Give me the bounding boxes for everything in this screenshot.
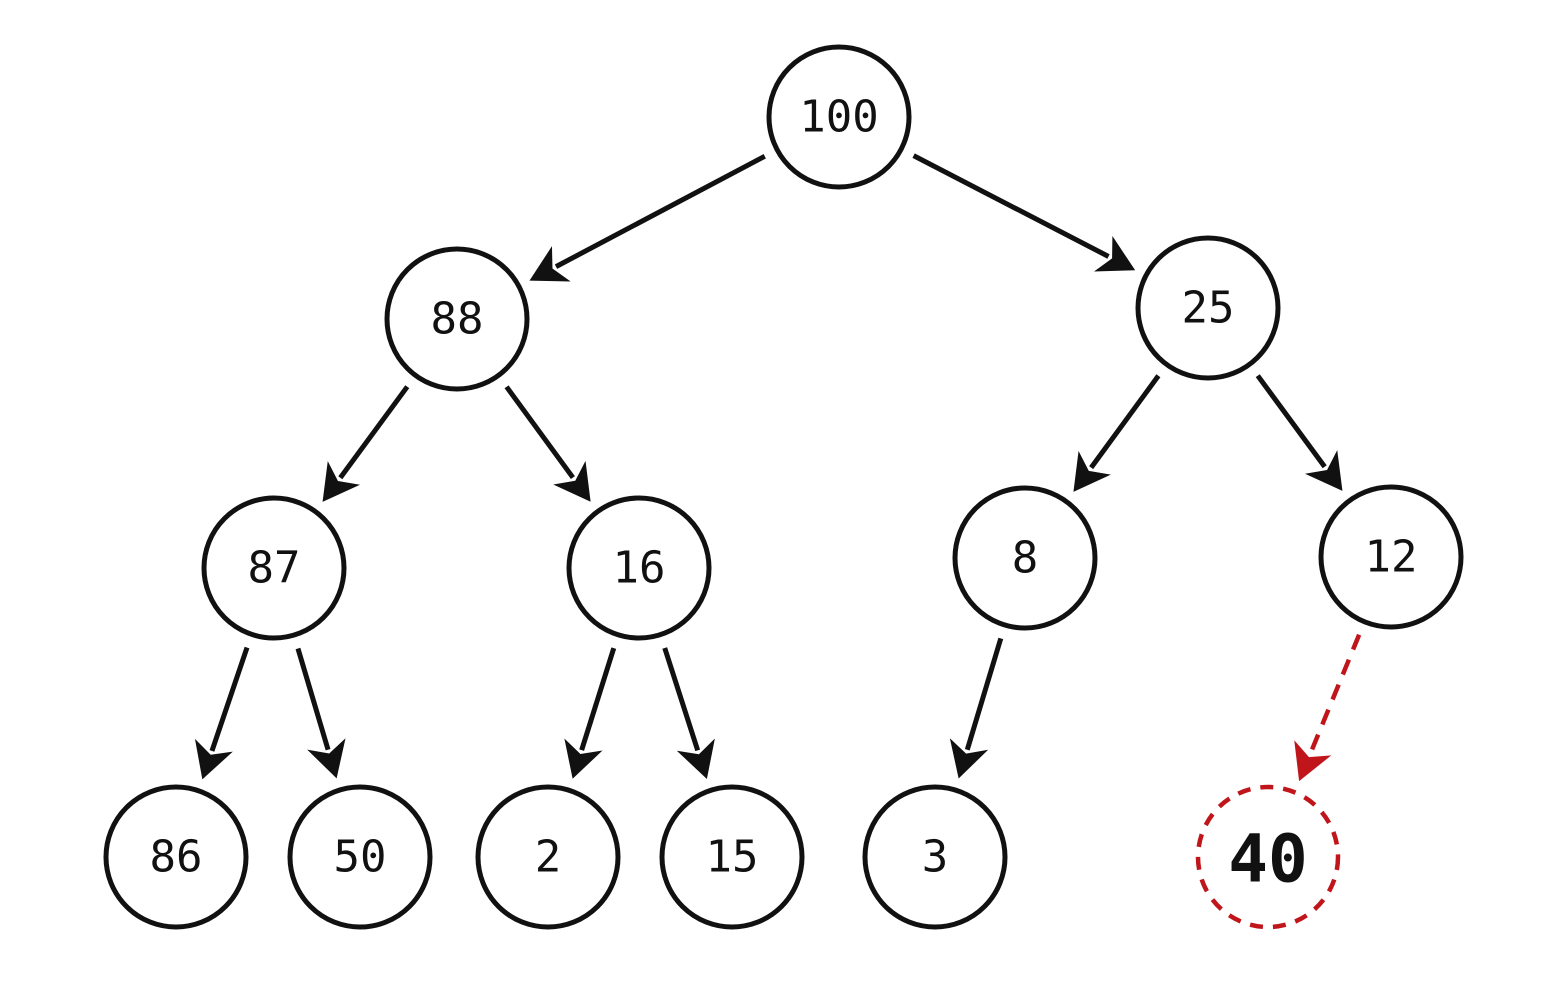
edge-n16-n15	[662, 647, 715, 779]
arrowhead-icon	[1294, 740, 1332, 782]
node-circle	[475, 784, 621, 930]
edges-layer	[194, 153, 1362, 782]
edge-n25-n12	[1255, 374, 1343, 491]
node-87: 87	[201, 495, 347, 641]
node-25: 25	[1135, 235, 1281, 381]
node-circle	[766, 44, 912, 190]
node-label: 100	[799, 92, 878, 143]
dashed-node-circle	[1195, 784, 1341, 930]
node-circle	[201, 495, 347, 641]
node-15: 15	[659, 784, 805, 930]
node-100: 100	[766, 44, 912, 190]
edge-line	[1255, 374, 1327, 469]
node-circle	[566, 495, 712, 641]
node-label: 16	[613, 543, 666, 594]
node-label: 3	[922, 832, 949, 883]
node-label: 86	[150, 832, 203, 883]
nodes-layer: 100 88 25 87 16 8 12 86 50 2 15 3 40	[103, 44, 1464, 930]
arrowhead-icon	[553, 460, 591, 502]
edge-line	[662, 647, 701, 752]
node-3: 3	[862, 784, 1008, 930]
arrowhead-icon	[949, 738, 989, 779]
edge-line	[209, 646, 250, 752]
node-label: 15	[706, 832, 759, 883]
arrowhead-icon	[194, 738, 233, 780]
node-8: 8	[952, 485, 1098, 631]
edge-line	[579, 647, 617, 751]
edge-n87-n86	[194, 646, 250, 780]
arrowhead-icon	[307, 738, 346, 779]
node-label: 12	[1365, 532, 1418, 583]
node-circle	[287, 784, 433, 930]
node-pending-insert: 40	[1195, 784, 1341, 930]
arrowhead-icon	[1094, 235, 1136, 272]
node-label: 8	[1012, 533, 1039, 584]
arrowhead-icon	[529, 246, 571, 282]
node-label: 50	[334, 832, 387, 883]
node-88: 88	[384, 246, 530, 392]
node-label: 25	[1182, 283, 1235, 334]
node-2: 2	[475, 784, 621, 930]
edge-line	[554, 154, 766, 269]
node-86: 86	[103, 784, 249, 930]
node-label: 87	[248, 543, 301, 594]
edge-line	[338, 385, 410, 480]
node-50: 50	[287, 784, 433, 930]
node-circle	[1318, 484, 1464, 630]
edge-n100-n88	[529, 154, 766, 282]
edge-n8-n3	[949, 637, 1004, 779]
node-circle	[103, 784, 249, 930]
node-circle	[659, 784, 805, 930]
arrowhead-icon	[676, 738, 715, 779]
edge-n12-n40	[1294, 633, 1362, 782]
edge-line	[1089, 374, 1161, 470]
arrowhead-icon	[1305, 450, 1343, 491]
edge-line	[295, 647, 331, 751]
edge-line	[912, 153, 1110, 259]
dashed-edge-line	[1308, 633, 1362, 755]
node-label: 88	[431, 294, 484, 345]
node-16: 16	[566, 495, 712, 641]
node-circle	[952, 485, 1098, 631]
edge-line	[964, 637, 1004, 751]
edge-n100-n25	[912, 153, 1136, 272]
edge-n87-n50	[295, 647, 346, 779]
node-label: 40	[1228, 821, 1307, 898]
node-circle	[862, 784, 1008, 930]
edge-line	[504, 385, 575, 480]
edge-n25-n8	[1073, 374, 1161, 492]
arrowhead-icon	[1073, 450, 1111, 492]
arrowhead-icon	[564, 738, 603, 779]
arrowhead-icon	[322, 461, 360, 502]
node-circle	[384, 246, 530, 392]
edge-n16-n2	[564, 647, 617, 779]
node-label: 2	[535, 832, 562, 883]
edge-n88-n16	[504, 385, 591, 502]
edge-n88-n87	[322, 385, 410, 502]
node-circle	[1135, 235, 1281, 381]
node-12: 12	[1318, 484, 1464, 630]
